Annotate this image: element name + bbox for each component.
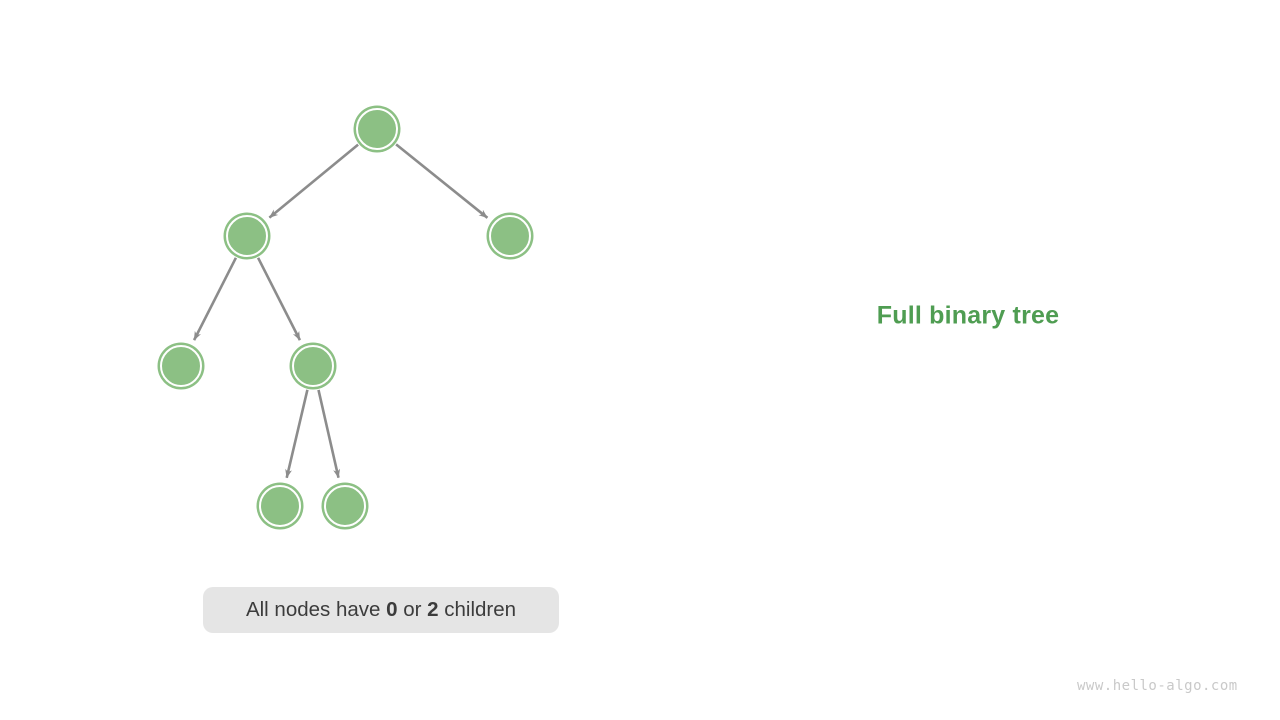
tree-node bbox=[223, 212, 271, 260]
tree-node bbox=[256, 482, 304, 530]
caption-text-suffix: children bbox=[438, 598, 517, 621]
caption-pill: All nodes have 0 or 2 children bbox=[203, 587, 559, 633]
tree-edge bbox=[192, 257, 238, 341]
tree-edge bbox=[395, 143, 489, 219]
tree-edges bbox=[192, 143, 489, 479]
caption-text-prefix: All nodes have bbox=[245, 598, 387, 621]
caption-text-mid: or bbox=[397, 598, 428, 621]
tree-edge bbox=[317, 389, 341, 479]
tree-node bbox=[289, 342, 337, 390]
diagram-title: Full binary tree bbox=[876, 301, 1060, 330]
watermark-url: www.hello-algo.com bbox=[1077, 678, 1238, 694]
caption-bold-two: 2 bbox=[427, 598, 439, 621]
tree-edge bbox=[285, 389, 309, 479]
tree-nodes bbox=[157, 105, 534, 530]
tree-node bbox=[157, 342, 205, 390]
tree-node bbox=[486, 212, 534, 260]
tree-edge bbox=[268, 143, 359, 219]
tree-node bbox=[353, 105, 401, 153]
caption-bold-zero: 0 bbox=[386, 598, 398, 621]
tree-node bbox=[321, 482, 369, 530]
tree-edge bbox=[256, 257, 302, 341]
